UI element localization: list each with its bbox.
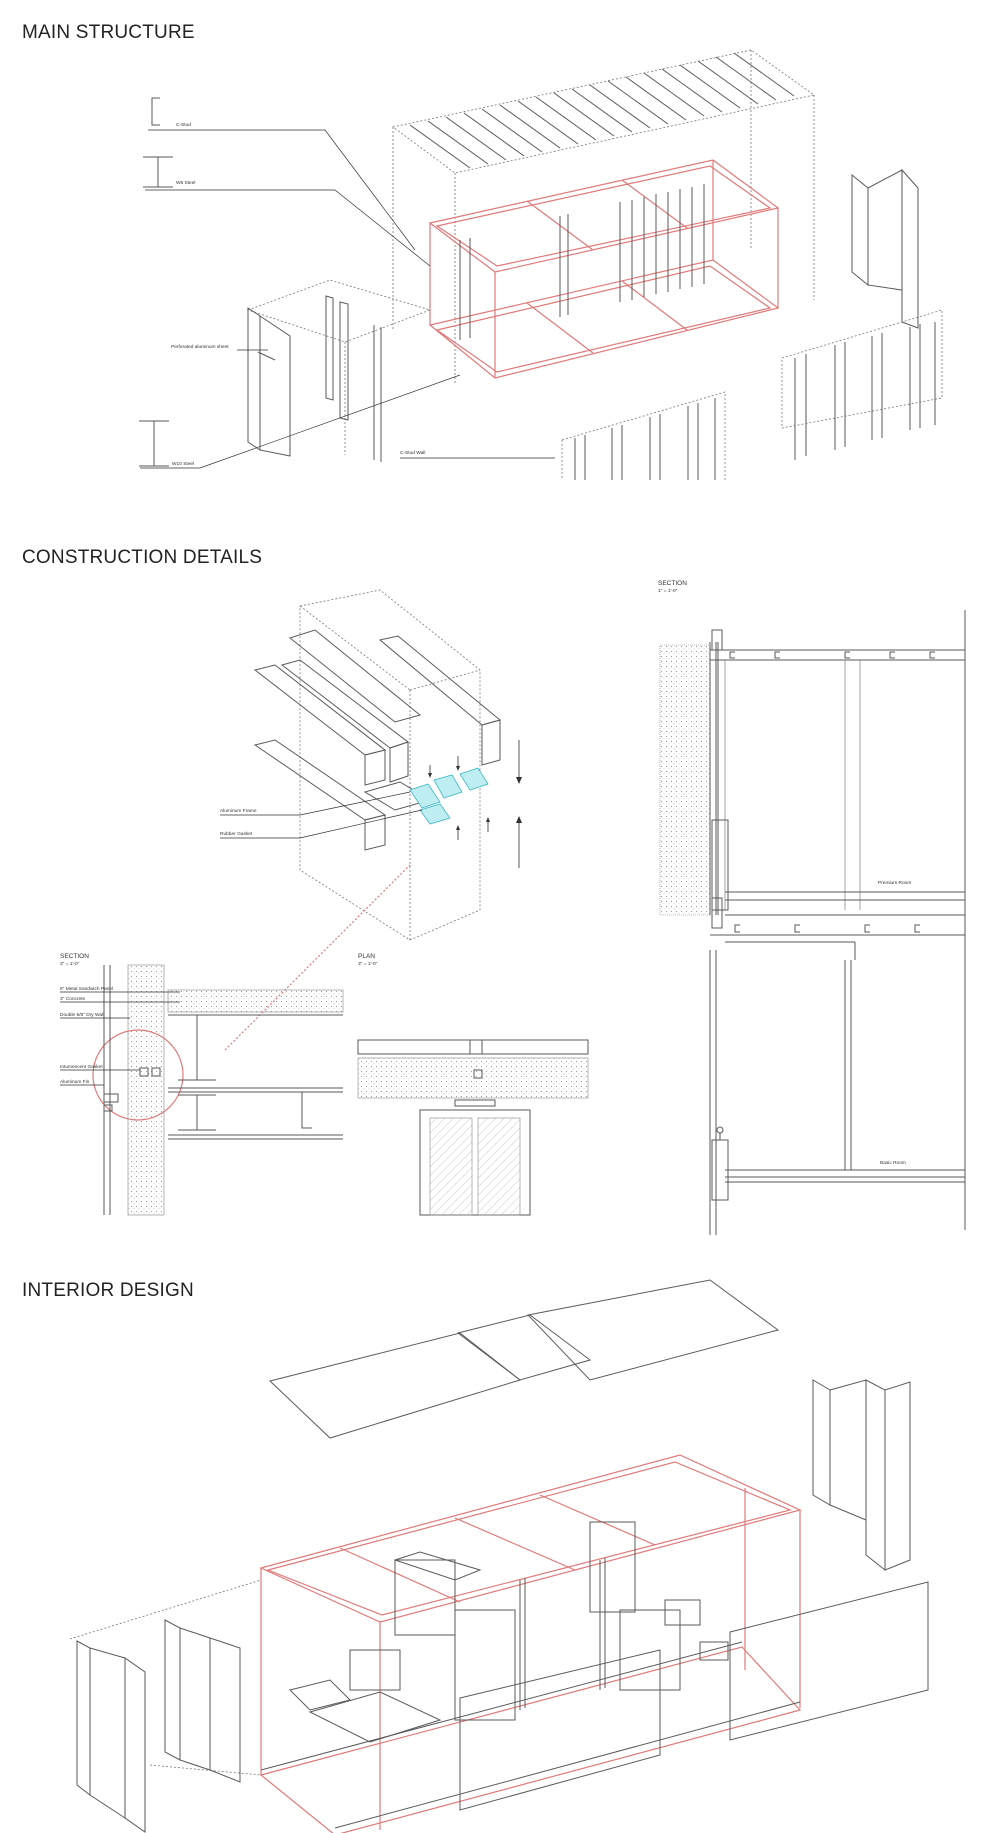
w6-steel-profile-icon xyxy=(143,156,173,188)
left-module xyxy=(246,279,432,462)
basic-room-label: Basic Room xyxy=(880,1160,906,1166)
construction-details-heading: CONSTRUCTION DETAILS xyxy=(22,547,263,568)
right-module xyxy=(781,309,943,460)
concrete-label: 3" Concrete xyxy=(60,996,85,1002)
aluminum-profile-exploded xyxy=(253,589,522,941)
interior-design-panel xyxy=(0,1270,1000,1833)
interior-design-drawing xyxy=(69,1279,929,1833)
interior-furniture xyxy=(289,1521,729,1743)
plan-detail xyxy=(357,1039,589,1216)
perforated-sheet-label: Perforated aluminum sheet xyxy=(171,344,229,350)
c-stud-label: C-Stud xyxy=(176,122,191,128)
roof-slats xyxy=(392,49,815,385)
roof-panels xyxy=(268,1279,780,1439)
interior-frame xyxy=(259,1454,802,1833)
floor-side-panels xyxy=(459,1581,929,1811)
plan-title: PLAN xyxy=(358,953,375,960)
intumescent-gasket-label: Intumescent Gasket xyxy=(60,1064,103,1070)
section-right-scale: 1" = 1'-0" xyxy=(658,588,678,594)
interior-studs xyxy=(459,184,705,340)
c-stud-profile-icon xyxy=(151,97,160,126)
section-left-detail xyxy=(103,964,344,1216)
main-structure-drawing: C-Stud W6 Steel Perforated aluminum shee… xyxy=(139,49,943,480)
construction-details-drawing: Aluminum Frame Rubber Gasket SECTION 3" … xyxy=(60,580,966,1235)
plan-scale: 3" = 1'-0" xyxy=(358,961,378,967)
main-structure-panel: C-Stud W6 Steel Perforated aluminum shee… xyxy=(0,40,1000,480)
main-structure-heading: MAIN STRUCTURE xyxy=(22,22,195,43)
w10-steel-profile-icon xyxy=(139,420,169,467)
c-stud-wall-label: C-Stud Wall xyxy=(400,450,425,456)
section-right-title: SECTION xyxy=(658,580,687,587)
premium-room-label: Premium Room xyxy=(878,880,911,886)
dry-wall-label: Double 5/8" Dry Wall xyxy=(60,1012,104,1018)
w10-steel-label: W10 Steel xyxy=(172,461,194,467)
right-folding-screen xyxy=(812,1379,911,1572)
section-left-scale: 3" = 1'-0" xyxy=(60,961,80,967)
steel-frame xyxy=(428,159,780,379)
c-stud-wall xyxy=(561,391,726,480)
section-right-building xyxy=(659,610,966,1235)
metal-sandwich-label: 6" Metal Sandwich Panel xyxy=(60,986,113,992)
section-left-title: SECTION xyxy=(60,953,89,960)
construction-details-panel: Aluminum Frame Rubber Gasket SECTION 3" … xyxy=(0,570,1000,1240)
rubber-gasket-label: Rubber Gasket xyxy=(220,831,253,837)
detail-callout-line xyxy=(224,864,411,1051)
w6-steel-label: W6 Steel xyxy=(176,180,195,186)
aluminum-frame-label: Aluminum Frame xyxy=(220,808,257,814)
left-module-panels xyxy=(69,1579,262,1833)
aluminum-fin-label: Aluminum Fin xyxy=(60,1079,90,1085)
right-folding-panel xyxy=(851,168,919,329)
interior-design-heading: INTERIOR DESIGN xyxy=(22,1280,194,1301)
